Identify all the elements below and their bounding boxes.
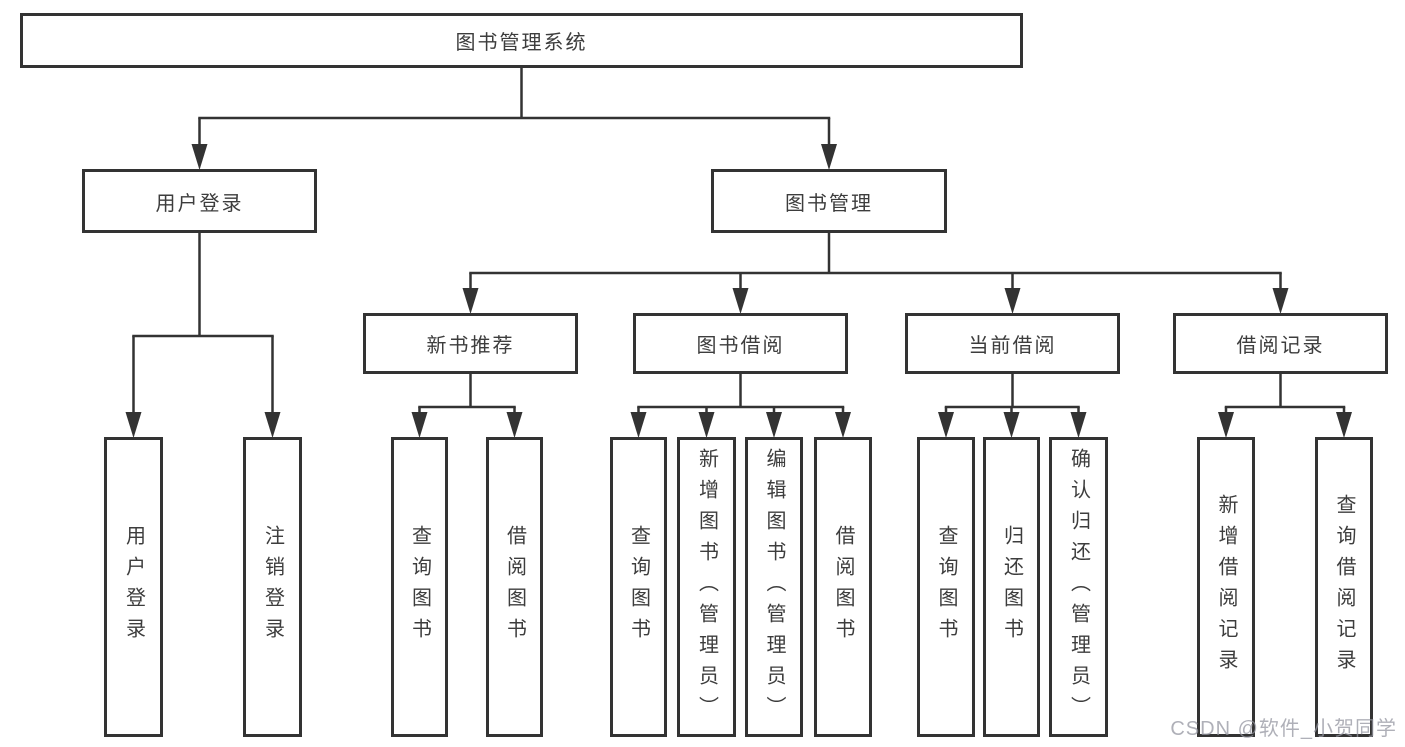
diagram-node-user-login: 用户登录 bbox=[82, 169, 317, 233]
node-label-query-book-b: 查询图书 bbox=[627, 525, 650, 649]
diagram-node-edit-book-admin: 编辑图书（管理员） bbox=[745, 437, 803, 737]
node-label-add-book-admin: 新增图书（管理员） bbox=[695, 447, 718, 727]
diagram-node-query-book-b: 查询图书 bbox=[610, 437, 667, 737]
diagram-node-borrow-records: 借阅记录 bbox=[1173, 313, 1388, 374]
node-label-confirm-return-admin: 确认归还（管理员） bbox=[1067, 447, 1090, 727]
node-label-query-book-c: 查询图书 bbox=[935, 525, 957, 649]
diagram-node-add-book-admin: 新增图书（管理员） bbox=[677, 437, 736, 737]
diagram-node-add-borrow-record: 新增借阅记录 bbox=[1197, 437, 1255, 737]
diagram-node-current-borrow: 当前借阅 bbox=[905, 313, 1120, 374]
diagram-node-book-borrow: 图书借阅 bbox=[633, 313, 848, 374]
node-label-new-book-rec: 新书推荐 bbox=[426, 335, 515, 357]
node-label-edit-book-admin: 编辑图书（管理员） bbox=[763, 447, 785, 727]
node-label-login: 用户登录 bbox=[122, 525, 145, 649]
diagram-node-logout: 注销登录 bbox=[243, 437, 302, 737]
node-label-query-book-a: 查询图书 bbox=[408, 525, 431, 649]
node-label-add-borrow-record: 新增借阅记录 bbox=[1215, 494, 1237, 680]
diagram-node-confirm-return-admin: 确认归还（管理员） bbox=[1049, 437, 1108, 737]
diagram-node-borrow-book-a: 借阅图书 bbox=[486, 437, 543, 737]
diagram-node-new-book-rec: 新书推荐 bbox=[363, 313, 578, 374]
diagram-node-return-book: 归还图书 bbox=[983, 437, 1040, 737]
node-label-current-borrow: 当前借阅 bbox=[968, 335, 1057, 357]
node-label-borrow-records: 借阅记录 bbox=[1236, 335, 1325, 357]
node-label-root: 图书管理系统 bbox=[455, 32, 588, 54]
diagram-node-borrow-book-b: 借阅图书 bbox=[814, 437, 872, 737]
diagram-node-book-mgmt: 图书管理 bbox=[711, 169, 947, 233]
diagram-node-login: 用户登录 bbox=[104, 437, 163, 737]
diagram-node-root: 图书管理系统 bbox=[20, 13, 1023, 68]
node-label-borrow-book-a: 借阅图书 bbox=[503, 525, 526, 649]
node-label-return-book: 归还图书 bbox=[1000, 525, 1023, 649]
node-label-book-mgmt: 图书管理 bbox=[785, 192, 873, 215]
node-label-user-login: 用户登录 bbox=[155, 192, 244, 215]
node-label-logout: 注销登录 bbox=[261, 525, 284, 649]
diagram-node-query-book-c: 查询图书 bbox=[917, 437, 975, 737]
node-label-book-borrow: 图书借阅 bbox=[696, 335, 785, 357]
node-label-query-borrow-record: 查询借阅记录 bbox=[1333, 494, 1355, 680]
diagram-node-query-book-a: 查询图书 bbox=[391, 437, 448, 737]
node-label-borrow-book-b: 借阅图书 bbox=[832, 525, 854, 649]
diagram-node-query-borrow-record: 查询借阅记录 bbox=[1315, 437, 1373, 737]
